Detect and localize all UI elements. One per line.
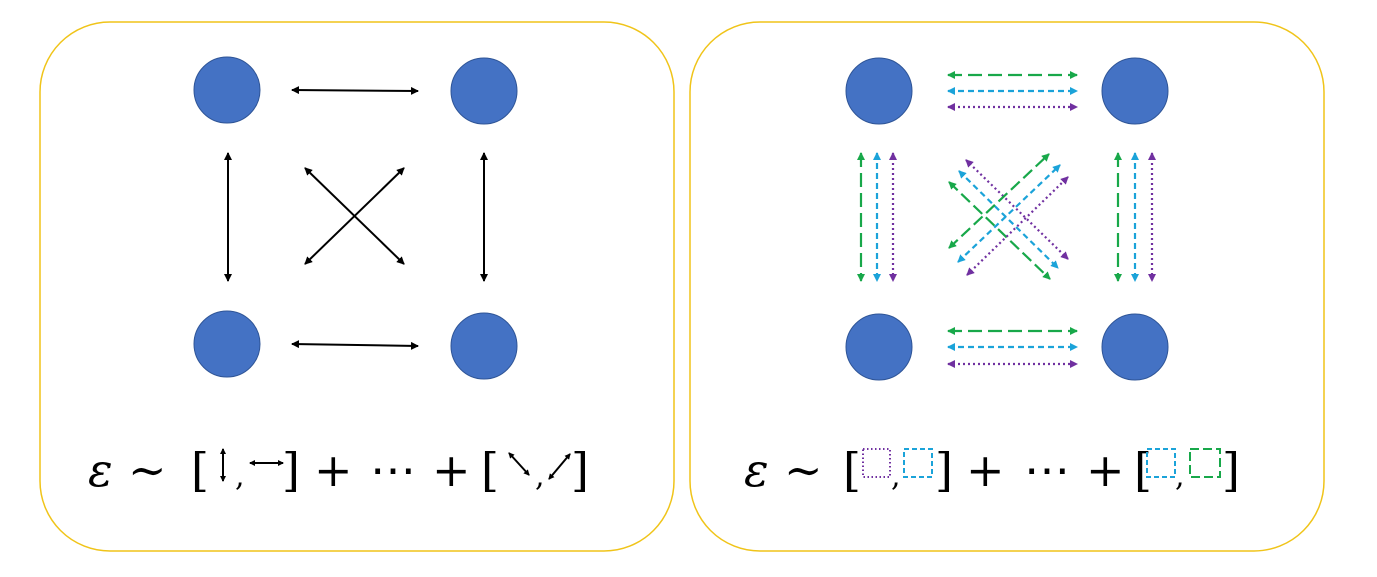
right-edges-right (1114, 152, 1156, 282)
right-nodes (845, 57, 1169, 381)
diagonal-down-arrow-icon (508, 452, 530, 476)
left-edges (224, 86, 488, 350)
left-panel-border (39, 21, 675, 552)
right-formula: ε ∼ [ , ] + ⋯ + [ , ] (744, 443, 1240, 497)
right-formula-plus-1: + (966, 443, 1005, 497)
left-formula-epsilon: ε (88, 443, 113, 497)
left-formula-dots: ⋯ (370, 443, 416, 497)
right-formula-tilde: ∼ (784, 443, 823, 497)
left-formula-close-bracket-1: ] (282, 443, 300, 497)
left-nodes (193, 56, 518, 380)
left-formula-open-bracket-1: [ (191, 443, 209, 497)
cyan-dashed-box-icon (1146, 448, 1176, 478)
purple-dotted-box-icon (862, 448, 891, 478)
right-edge-diag-down-green (948, 181, 1051, 280)
right-formula-comma-1: , (891, 459, 901, 494)
left-node-bottom-left (193, 310, 261, 378)
left-edge-top (291, 86, 419, 95)
right-formula-dots: ⋯ (1024, 443, 1070, 497)
right-edges-diagonal-down (948, 159, 1069, 280)
right-formula-plus-2: + (1086, 443, 1125, 497)
right-edges-bottom (947, 327, 1078, 368)
right-formula-epsilon: ε (744, 443, 769, 497)
left-formula-close-bracket-2: ] (571, 443, 589, 497)
right-formula-close-bracket-1: ] (935, 443, 953, 497)
right-edge-diag-down-purple (965, 159, 1069, 260)
right-edge-diag-up-purple (966, 176, 1069, 276)
left-node-top-right (450, 57, 518, 125)
left-formula-open-bracket-2: [ (481, 443, 499, 497)
cyan-dashed-box-icon (903, 448, 933, 478)
right-edge-diag-down-cyan (958, 170, 1059, 269)
right-node-bottom-right (1101, 313, 1169, 381)
right-edges-diagonal-up (948, 153, 1069, 276)
left-formula-tilde: ∼ (128, 443, 167, 497)
left-node-top-left (193, 56, 261, 124)
right-edges-top (947, 71, 1078, 111)
right-edge-diag-up-green (948, 153, 1050, 249)
right-formula-open-bracket-2: [ (1134, 443, 1152, 497)
right-edge-diag-up-cyan (957, 164, 1061, 263)
left-formula: ε ∼ [ , ] + ⋯ + [ , ] (88, 443, 589, 497)
left-panel: ε ∼ [ , ] + ⋯ + [ , ] (39, 21, 675, 552)
left-node-bottom-right (450, 312, 518, 380)
left-formula-comma-1: , (235, 459, 245, 494)
right-formula-open-bracket-1: [ (843, 443, 861, 497)
right-node-top-left (845, 57, 913, 125)
right-panel-border (689, 21, 1325, 552)
right-node-bottom-left (845, 313, 913, 381)
right-formula-comma-2: , (1175, 459, 1185, 494)
right-formula-close-bracket-2: ] (1222, 443, 1240, 497)
left-formula-comma-2: , (535, 459, 545, 494)
right-node-top-right (1101, 57, 1169, 125)
green-dashed-box-icon (1189, 448, 1221, 478)
left-edge-bottom (291, 340, 419, 350)
right-edges-left (857, 152, 897, 282)
left-edge-diagonal-up (304, 167, 405, 265)
right-panel: ε ∼ [ , ] + ⋯ + [ , ] (689, 21, 1325, 552)
left-formula-plus-1: + (314, 443, 353, 497)
left-formula-plus-2: + (432, 443, 471, 497)
diagonal-up-arrow-icon (548, 453, 571, 480)
